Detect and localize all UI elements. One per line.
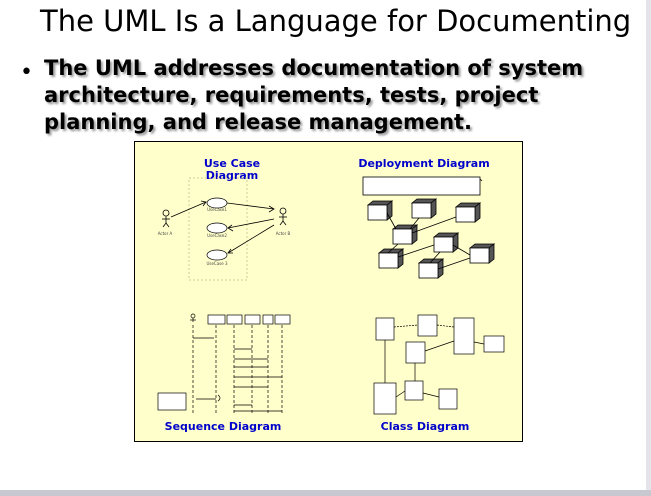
class-diagram: [373, 314, 505, 415]
actor-b-icon: [279, 207, 287, 226]
deployment-label: Deployment Diagram: [358, 157, 489, 170]
use-case-1-label: UseCase1: [207, 207, 227, 212]
class-label: Class Diagram: [381, 420, 470, 433]
sequence-label: Sequence Diagram: [165, 420, 282, 433]
uml-diagrams-figure: Use Case Diagram UseCase1 UseCase2 UseCa…: [134, 141, 523, 442]
sequence-actor-icon: [190, 313, 196, 322]
window-bottom-edge: [0, 490, 651, 496]
use-case-label-line2: Diagram: [206, 169, 259, 182]
actor-a-label: Actor A: [158, 231, 173, 236]
bullet-text: The UML addresses documentation of syste…: [44, 56, 584, 134]
deployment-diagram: [362, 176, 496, 279]
actor-a-icon: [162, 209, 170, 228]
use-case-3-label: UseCase 3: [206, 261, 228, 266]
use-case-diagram: UseCase1 UseCase2 UseCase 3 Actor A Acto…: [158, 177, 291, 281]
slide-title: The UML Is a Language for Documenting: [40, 4, 632, 38]
actor-b-label: Actor B: [276, 231, 291, 236]
use-case-2-label: UseCase2: [207, 233, 227, 238]
sequence-diagram: [157, 313, 291, 415]
bullet-marker: •: [20, 60, 33, 85]
use-case-label-line1: Use Case: [204, 157, 260, 170]
window-right-edge: [646, 0, 651, 496]
